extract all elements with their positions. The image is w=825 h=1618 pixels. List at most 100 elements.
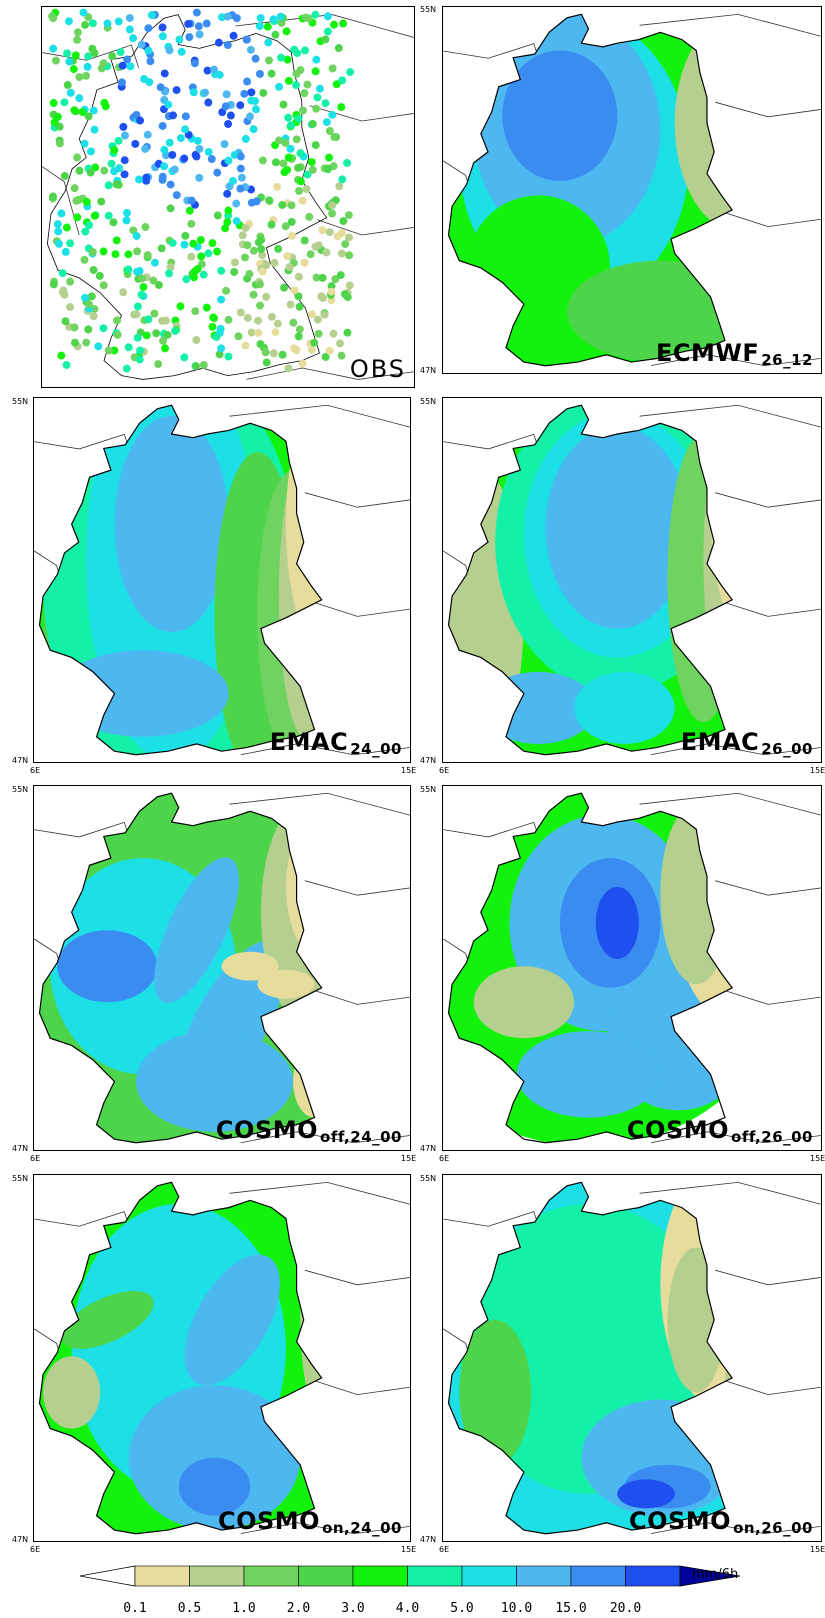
precip-contour [459, 1319, 532, 1465]
station-dot [262, 358, 271, 367]
station-dot [176, 302, 185, 311]
station-dot [241, 341, 250, 350]
station-dot [136, 346, 145, 355]
station-dot [284, 113, 293, 122]
station-dot [262, 292, 271, 301]
station-dot [73, 28, 82, 37]
station-dot [230, 268, 239, 276]
station-dot [255, 22, 264, 31]
station-dot [71, 51, 80, 60]
legend-tick-label: 3.0 [341, 1601, 365, 1616]
station-dot [158, 23, 167, 32]
legend-arrow-low [79, 1565, 136, 1587]
station-dot [336, 339, 344, 348]
station-dot [75, 166, 84, 175]
station-dot [80, 139, 89, 148]
station-dot [277, 53, 285, 62]
station-dot [70, 184, 79, 193]
tick-lat-top: 55N [12, 785, 29, 794]
station-dot [88, 248, 97, 256]
station-dot [137, 40, 146, 49]
station-dot [246, 112, 254, 121]
station-dot [116, 48, 125, 57]
station-dot [86, 147, 95, 156]
station-dot [343, 159, 352, 167]
station-dot [195, 144, 204, 153]
germany-outline [38, 404, 323, 756]
station-dot [89, 106, 98, 115]
station-dot [294, 272, 303, 281]
station-dot [249, 290, 258, 299]
station-dot [75, 94, 84, 103]
station-dot [341, 240, 350, 249]
station-dot [325, 228, 334, 237]
station-dot [133, 247, 142, 256]
station-dot [337, 228, 346, 237]
tick-lon-left: 6E [30, 1154, 41, 1163]
station-dot [247, 96, 256, 105]
station-dot [246, 45, 255, 54]
station-dot [191, 307, 200, 316]
station-dot [308, 165, 317, 174]
station-dot [275, 136, 284, 145]
precip-field [448, 405, 733, 755]
tick-lat-top: 55N [12, 397, 29, 406]
station-dot [256, 14, 265, 23]
station-dot [160, 162, 169, 171]
station-dot [271, 30, 280, 39]
station-dot [160, 145, 169, 154]
station-dot [255, 69, 264, 78]
precip-contour [545, 426, 690, 629]
station-dot [99, 281, 108, 290]
station-dot [99, 247, 108, 256]
station-dot [318, 226, 327, 235]
station-dot [224, 315, 233, 324]
cosmooff24-precip-map [34, 792, 410, 1144]
station-dot [60, 290, 69, 299]
station-dot [313, 93, 322, 102]
precip-contour [114, 416, 229, 633]
station-dot [140, 74, 149, 83]
station-dot [60, 172, 69, 180]
station-dot [320, 310, 329, 319]
station-dot [289, 318, 298, 327]
station-dot [230, 258, 239, 267]
station-dot [294, 114, 303, 123]
tick-lon-right: 15E [810, 766, 825, 775]
tick-lon-right: 15E [810, 1154, 825, 1163]
station-dot [114, 136, 123, 145]
legend-tick-label: 4.0 [395, 1601, 420, 1616]
station-dot [133, 267, 142, 276]
station-dot [292, 346, 301, 355]
station-dot [224, 206, 233, 215]
station-dot [271, 158, 280, 167]
station-dot [249, 125, 258, 134]
station-dot [258, 251, 267, 260]
tick-lat-bottom: 47N [420, 1144, 437, 1153]
station-dot [199, 361, 208, 369]
station-dot [154, 360, 163, 369]
station-dot [208, 322, 217, 331]
station-dot [176, 134, 185, 143]
station-dot [338, 76, 347, 85]
station-dot [296, 177, 305, 186]
station-dot [91, 163, 100, 172]
station-dot [166, 180, 175, 189]
legend-swatch [516, 1565, 572, 1587]
station-dot [82, 338, 91, 347]
station-dot [267, 69, 276, 78]
station-dot [251, 54, 260, 63]
country-borders [443, 404, 821, 756]
station-dot [232, 199, 241, 208]
station-dot [295, 186, 303, 195]
station-dot [159, 336, 168, 345]
station-dot [99, 324, 108, 333]
station-dot [207, 155, 216, 163]
station-dot [215, 70, 224, 79]
station-dot [180, 353, 189, 362]
tick-lat-bottom: 47N [12, 1144, 29, 1153]
tick-lat-top: 55N [420, 1174, 437, 1183]
station-dot [317, 292, 326, 301]
